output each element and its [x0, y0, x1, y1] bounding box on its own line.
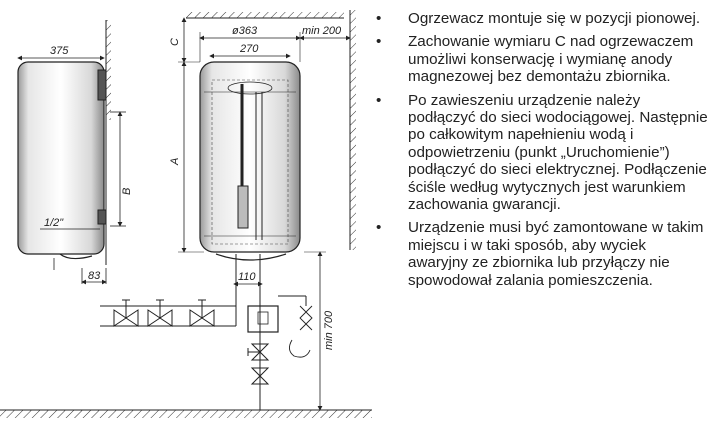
dim-b: B	[121, 188, 133, 195]
bullet-icon: •	[376, 10, 382, 27]
dim-110: 110	[238, 271, 256, 283]
note-item: • Urządzenie musi być zamontowane w takim…	[374, 219, 710, 289]
dim-min-700: min 700	[323, 310, 335, 350]
front-tank-body	[199, 61, 301, 253]
dim-c: C	[169, 38, 181, 46]
dim-83: 83	[88, 270, 101, 282]
dim-270: 270	[239, 43, 259, 55]
note-text: Zachowanie wymiaru C nad ogrzewaczem umo…	[408, 33, 694, 86]
note-text: Urządzenie musi być zamontowane w takim …	[408, 219, 704, 289]
installation-drawing: 375 B 1/2" 83 ø363 270	[0, 10, 372, 418]
note-item: • Zachowanie wymiaru C nad ogrzewaczem um…	[374, 33, 710, 85]
installation-notes: • Ogrzewacz montuje się w pozycji pionowe…	[374, 10, 710, 295]
dim-363: ø363	[232, 25, 258, 37]
note-item: • Ogrzewacz montuje się w pozycji pionowe…	[374, 10, 710, 27]
note-text: Ogrzewacz montuje się w pozycji pionowej…	[408, 10, 701, 27]
bullet-icon: •	[376, 91, 382, 109]
dim-a: A	[169, 158, 181, 166]
side-tank-body	[17, 61, 105, 255]
dim-half-inch: 1/2"	[44, 217, 64, 229]
side-view: 375 B 1/2" 83	[17, 20, 133, 285]
side-wall-hatch-top	[106, 20, 111, 120]
piping	[100, 254, 313, 410]
note-text: Po zawieszeniu urządzenie należy podłącz…	[408, 91, 708, 214]
dim-min-200: min 200	[302, 25, 342, 37]
bullet-icon: •	[376, 33, 382, 51]
front-view: ø363 270 min 200 C A 110 min 700	[169, 10, 356, 411]
bullet-icon: •	[376, 219, 382, 237]
dim-375: 375	[50, 45, 69, 57]
floor-hatch	[0, 409, 372, 418]
note-item: • Po zawieszeniu urządzenie należy podłąc…	[374, 92, 710, 214]
